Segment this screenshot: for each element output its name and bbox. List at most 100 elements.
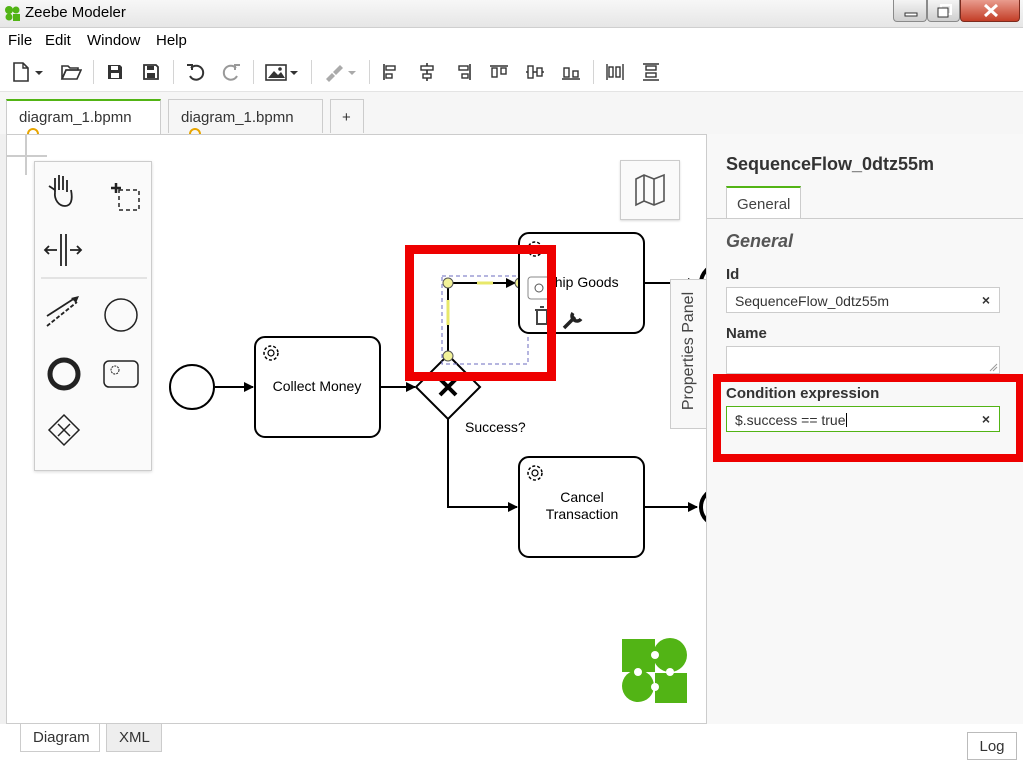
minimize-icon bbox=[904, 12, 918, 17]
distribute-vertical-icon[interactable] bbox=[640, 61, 662, 83]
gateway-label: Success? bbox=[465, 419, 526, 435]
new-file-icon[interactable] bbox=[10, 61, 46, 83]
waypoint-handle[interactable] bbox=[442, 350, 454, 362]
sequence-flow[interactable] bbox=[447, 419, 518, 512]
title-bar: Zeebe Modeler bbox=[0, 0, 1023, 28]
task-label: Collect Money bbox=[273, 378, 362, 394]
tab-diagram-view[interactable]: Diagram bbox=[20, 724, 100, 752]
wrench-icon[interactable] bbox=[562, 311, 583, 330]
align-top-icon[interactable] bbox=[488, 61, 510, 83]
id-value: SequenceFlow_0dtz55m bbox=[735, 293, 890, 309]
condition-expression-input[interactable]: $.success == true × bbox=[726, 406, 1000, 432]
global-connect-tool-icon[interactable] bbox=[46, 296, 79, 327]
align-middle-icon[interactable] bbox=[524, 61, 546, 83]
file-tab-bar: diagram_1.bpmn diagram_1.bpmn + bbox=[0, 92, 1023, 140]
name-label: Name bbox=[726, 325, 767, 342]
bottom-bar: Diagram XML Log bbox=[0, 724, 1023, 767]
tab-label: diagram_1.bpmn bbox=[19, 109, 132, 126]
space-tool-icon[interactable] bbox=[43, 234, 83, 266]
highlight-box bbox=[713, 374, 1023, 462]
color-brush-icon[interactable] bbox=[322, 61, 358, 83]
origin-crosshair bbox=[7, 135, 47, 175]
minimize-button[interactable] bbox=[893, 0, 927, 22]
menu-bar: File Edit Window Help bbox=[0, 28, 1023, 52]
toolbar-separator bbox=[311, 60, 312, 84]
maximize-icon bbox=[937, 4, 952, 18]
context-pad bbox=[527, 276, 583, 330]
highlight-box bbox=[405, 245, 556, 381]
map-icon bbox=[635, 173, 665, 207]
service-task-gear-icon bbox=[527, 465, 543, 481]
task-label: Ship Goods bbox=[545, 274, 618, 290]
align-left-icon[interactable] bbox=[380, 61, 402, 83]
toolbar-separator bbox=[253, 60, 254, 84]
tool-palette bbox=[34, 161, 152, 471]
start-event-tool-icon[interactable] bbox=[104, 298, 138, 332]
toolbar-separator bbox=[593, 60, 594, 84]
zeebe-app-icon bbox=[5, 6, 20, 21]
toolbar-separator bbox=[173, 60, 174, 84]
palette-tools bbox=[41, 175, 147, 447]
task-label-line1: Cancel bbox=[560, 489, 604, 505]
exclusive-gateway-tool-icon[interactable] bbox=[47, 413, 81, 447]
bpmn-diagram[interactable]: Collect Money Success? Ship Goods bbox=[7, 135, 706, 724]
properties-panel: SequenceFlow_0dtz55m General General Id … bbox=[706, 134, 1023, 724]
properties-panel-label: Properties Panel bbox=[680, 291, 697, 411]
menu-window[interactable]: Window bbox=[87, 32, 141, 49]
service-task-tool-icon[interactable] bbox=[103, 360, 139, 388]
start-event[interactable] bbox=[169, 364, 215, 410]
condition-expression-label: Condition expression bbox=[726, 385, 880, 402]
redo-icon[interactable] bbox=[220, 61, 242, 83]
tab-label: diagram_1.bpmn bbox=[181, 109, 294, 126]
window-title: Zeebe Modeler bbox=[25, 4, 126, 21]
tab-diagram-1-active[interactable]: diagram_1.bpmn bbox=[6, 99, 161, 140]
tab-diagram-1[interactable]: diagram_1.bpmn bbox=[168, 99, 323, 140]
toolbar-separator bbox=[93, 60, 94, 84]
condition-expression-value: $.success == true bbox=[735, 412, 846, 428]
task-label-line2: Transaction bbox=[546, 506, 619, 522]
open-folder-icon[interactable] bbox=[60, 61, 82, 83]
menu-file[interactable]: File bbox=[8, 32, 33, 49]
lasso-tool-icon[interactable] bbox=[111, 183, 140, 211]
service-task-gear-icon bbox=[263, 345, 279, 361]
align-right-icon[interactable] bbox=[452, 61, 474, 83]
diagram-canvas[interactable]: Collect Money Success? Ship Goods bbox=[6, 134, 706, 724]
clear-condition-icon[interactable]: × bbox=[981, 411, 990, 427]
maximize-button[interactable] bbox=[927, 0, 960, 22]
tab-general[interactable]: General bbox=[726, 186, 802, 218]
gateway-x-icon bbox=[438, 377, 458, 397]
export-image-icon[interactable] bbox=[264, 61, 300, 83]
close-window-button[interactable] bbox=[960, 0, 1020, 22]
toolbar-separator bbox=[369, 60, 370, 84]
text-caret bbox=[845, 413, 847, 427]
log-button[interactable]: Log bbox=[967, 732, 1017, 760]
tab-divider bbox=[707, 218, 1023, 219]
zeebe-logo-icon bbox=[622, 638, 687, 703]
save-icon[interactable] bbox=[104, 61, 126, 83]
hand-tool-icon[interactable] bbox=[48, 175, 73, 207]
menu-help[interactable]: Help bbox=[156, 32, 187, 49]
waypoint-handle[interactable] bbox=[442, 277, 454, 289]
properties-panel-toggle[interactable]: Properties Panel bbox=[670, 279, 706, 429]
id-input[interactable]: SequenceFlow_0dtz55m × bbox=[726, 287, 1000, 313]
menu-edit[interactable]: Edit bbox=[45, 32, 71, 49]
group-general-heading: General bbox=[726, 231, 794, 251]
save-as-icon[interactable] bbox=[140, 61, 162, 83]
end-event[interactable] bbox=[699, 489, 706, 525]
undo-icon[interactable] bbox=[185, 61, 207, 83]
end-event-tool-icon[interactable] bbox=[47, 357, 81, 391]
name-textarea[interactable] bbox=[726, 346, 1000, 374]
align-bottom-icon[interactable] bbox=[560, 61, 582, 83]
tab-xml-view[interactable]: XML bbox=[106, 724, 162, 752]
add-tab-label: + bbox=[342, 109, 351, 126]
align-center-icon[interactable] bbox=[416, 61, 438, 83]
clear-id-icon[interactable]: × bbox=[981, 292, 990, 308]
toolbar bbox=[0, 52, 1023, 92]
minimap-toggle-button[interactable] bbox=[620, 160, 680, 220]
element-id-title: SequenceFlow_0dtz55m bbox=[726, 154, 935, 174]
close-icon bbox=[983, 3, 999, 18]
distribute-horizontal-icon[interactable] bbox=[604, 61, 626, 83]
add-tab-button[interactable]: + bbox=[330, 99, 364, 133]
id-label: Id bbox=[726, 266, 740, 283]
resize-grip-icon[interactable] bbox=[988, 362, 998, 372]
